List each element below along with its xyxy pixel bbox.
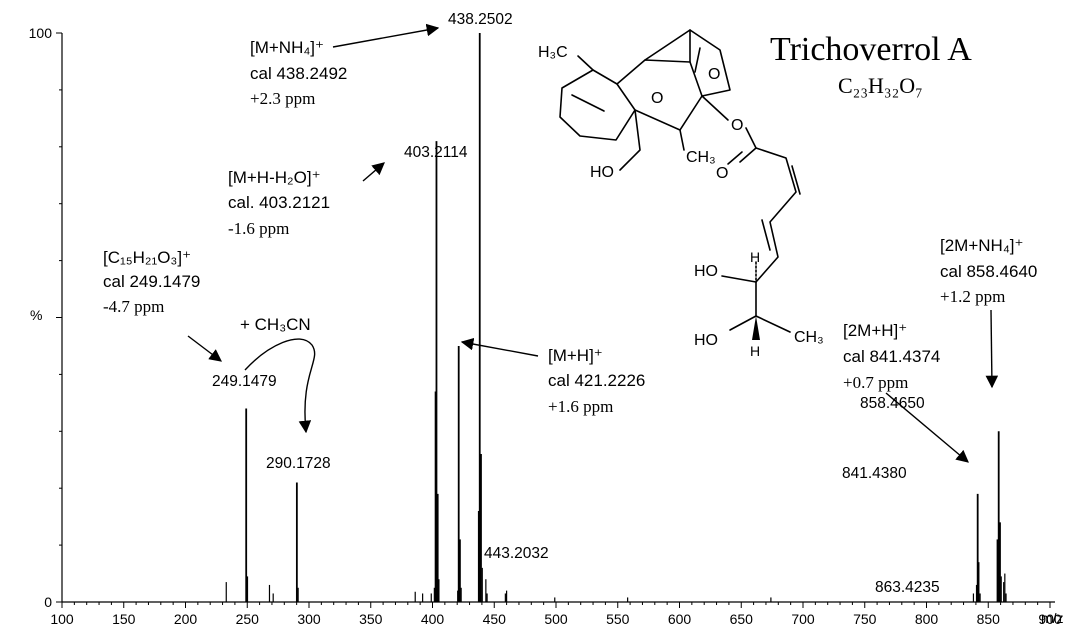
y-axis-label: % (30, 307, 42, 323)
x-tick-label: 650 (730, 611, 754, 627)
x-tick-label: 600 (668, 611, 692, 627)
x-tick-label: 500 (544, 611, 568, 627)
svg-text:HO: HO (590, 164, 614, 181)
svg-text:O: O (716, 165, 728, 182)
x-tick-label: 300 (297, 611, 321, 627)
svg-text:[M+H]⁺: [M+H]⁺ (548, 346, 603, 365)
svg-text:O: O (651, 90, 663, 107)
y-tick-label: 0 (44, 594, 52, 610)
svg-text:[M+H-H₂O]⁺: [M+H-H₂O]⁺ (228, 168, 321, 187)
peak-label-443: 443.2032 (484, 545, 549, 562)
x-tick-label: 150 (112, 611, 136, 627)
arrow-2m-nh4 (985, 309, 999, 389)
svg-text:cal 841.4374: cal 841.4374 (843, 347, 940, 366)
structure-ring-b (616, 59, 703, 131)
arrow-c15 (187, 335, 223, 362)
svg-text:[2M+NH₄]⁺: [2M+NH₄]⁺ (940, 236, 1023, 255)
x-tick-label: 700 (791, 611, 815, 627)
annotation-m-h-h2o: [M+H-H₂O]⁺ cal. 403.2121 -1.6 ppm (228, 162, 385, 238)
svg-text:H: H (750, 343, 760, 359)
x-tick-label: 250 (236, 611, 260, 627)
y-tick-label: 100 (29, 25, 53, 41)
x-tick-label: 400 (421, 611, 445, 627)
svg-text:-4.7 ppm: -4.7 ppm (103, 297, 164, 316)
x-tick-label: 450 (483, 611, 507, 627)
x-tick-label: 200 (174, 611, 198, 627)
structure-ring-a (559, 69, 636, 141)
x-tick-label: 750 (853, 611, 877, 627)
arrow-2m-h (885, 392, 969, 463)
annotations: [M+NH₄]⁺ cal 438.2492 +2.3 ppm [M+H-H₂O]… (103, 23, 1037, 463)
annotation-m-h: [M+H]⁺ cal 421.2226 +1.6 ppm (460, 337, 645, 416)
svg-text:[2M+H]⁺: [2M+H]⁺ (843, 321, 907, 340)
peak-label-863: 863.4235 (875, 579, 940, 596)
x-tick-label: 550 (606, 611, 630, 627)
svg-text:cal 421.2226: cal 421.2226 (548, 371, 645, 390)
svg-text:H₃C: H₃C (538, 44, 568, 61)
arrow-ch3cn (244, 338, 316, 434)
arrow-m-h-h2o (362, 162, 385, 182)
arrow-m-h (460, 337, 539, 357)
svg-text:+ CH₃CN: + CH₃CN (240, 315, 311, 334)
compound-formula: C₂₃H₃₂O₇ (838, 73, 923, 98)
svg-text:[C₁₅H₂₁O₃]⁺: [C₁₅H₂₁O₃]⁺ (103, 248, 191, 267)
peak-label-290: 290.1728 (266, 455, 331, 472)
x-axis-label: m/z (1041, 610, 1064, 626)
peak-label-858: 858.4650 (860, 395, 925, 412)
x-tick-label: 850 (977, 611, 1001, 627)
svg-text:CH₃: CH₃ (794, 329, 824, 346)
arrow-m-nh4 (332, 23, 440, 48)
svg-text:[M+NH₄]⁺: [M+NH₄]⁺ (250, 38, 324, 57)
annotation-m-nh4: [M+NH₄]⁺ cal 438.2492 +2.3 ppm (250, 23, 440, 108)
x-tick-label: 350 (359, 611, 383, 627)
svg-text:+0.7 ppm: +0.7 ppm (843, 373, 908, 392)
x-tick-label: 800 (915, 611, 939, 627)
structure-double-bond (571, 94, 605, 112)
axes: 100 150 200 250 300 350 400 450 500 550 600 650 700 7… (29, 25, 1064, 627)
chemical-structure: H₃C O O CH₃ HO O O HO H HO H CH₃ (538, 29, 824, 359)
svg-text:+1.6 ppm: +1.6 ppm (548, 397, 613, 416)
svg-text:CH₃: CH₃ (686, 149, 716, 166)
compound-title: Trichoverrol A (770, 31, 972, 68)
structure-chain (755, 147, 797, 283)
svg-text:cal 249.1479: cal 249.1479 (103, 272, 200, 291)
annotation-ch3cn: + CH₃CN (240, 315, 316, 434)
svg-text:H: H (750, 249, 760, 265)
svg-text:+2.3 ppm: +2.3 ppm (250, 89, 315, 108)
svg-text:HO: HO (694, 263, 718, 280)
svg-text:cal 438.2492: cal 438.2492 (250, 64, 347, 83)
peak-label-438: 438.2502 (448, 11, 513, 28)
svg-text:O: O (708, 66, 720, 83)
peaks (225, 33, 1007, 602)
x-tick-label: 900 (1038, 611, 1062, 627)
y-ticks: 0 100 (29, 25, 62, 610)
annotation-c15: [C₁₅H₂₁O₃]⁺ cal 249.1479 -4.7 ppm (103, 248, 223, 362)
peak-label-249: 249.1479 (212, 373, 277, 390)
annotation-2m-nh4: [2M+NH₄]⁺ cal 858.4640 +1.2 ppm (940, 236, 1037, 389)
annotation-2m-h: [2M+H]⁺ cal 841.4374 +0.7 ppm (843, 321, 969, 463)
peak-label-403: 403.2114 (404, 144, 468, 161)
svg-text:O: O (731, 117, 743, 134)
x-tick-label: 100 (50, 611, 74, 627)
svg-text:cal. 403.2121: cal. 403.2121 (228, 193, 330, 212)
peak-label-841: 841.4380 (842, 465, 907, 482)
svg-text:+1.2 ppm: +1.2 ppm (940, 287, 1005, 306)
peak-labels: 438.2502 403.2114 249.1479 290.1728 443.… (212, 11, 940, 596)
svg-text:cal 858.4640: cal 858.4640 (940, 262, 1037, 281)
x-ticks: 100 150 200 250 300 350 400 450 500 550 600 650 700 7… (50, 602, 1062, 627)
svg-text:HO: HO (694, 332, 718, 349)
svg-text:-1.6 ppm: -1.6 ppm (228, 219, 289, 238)
